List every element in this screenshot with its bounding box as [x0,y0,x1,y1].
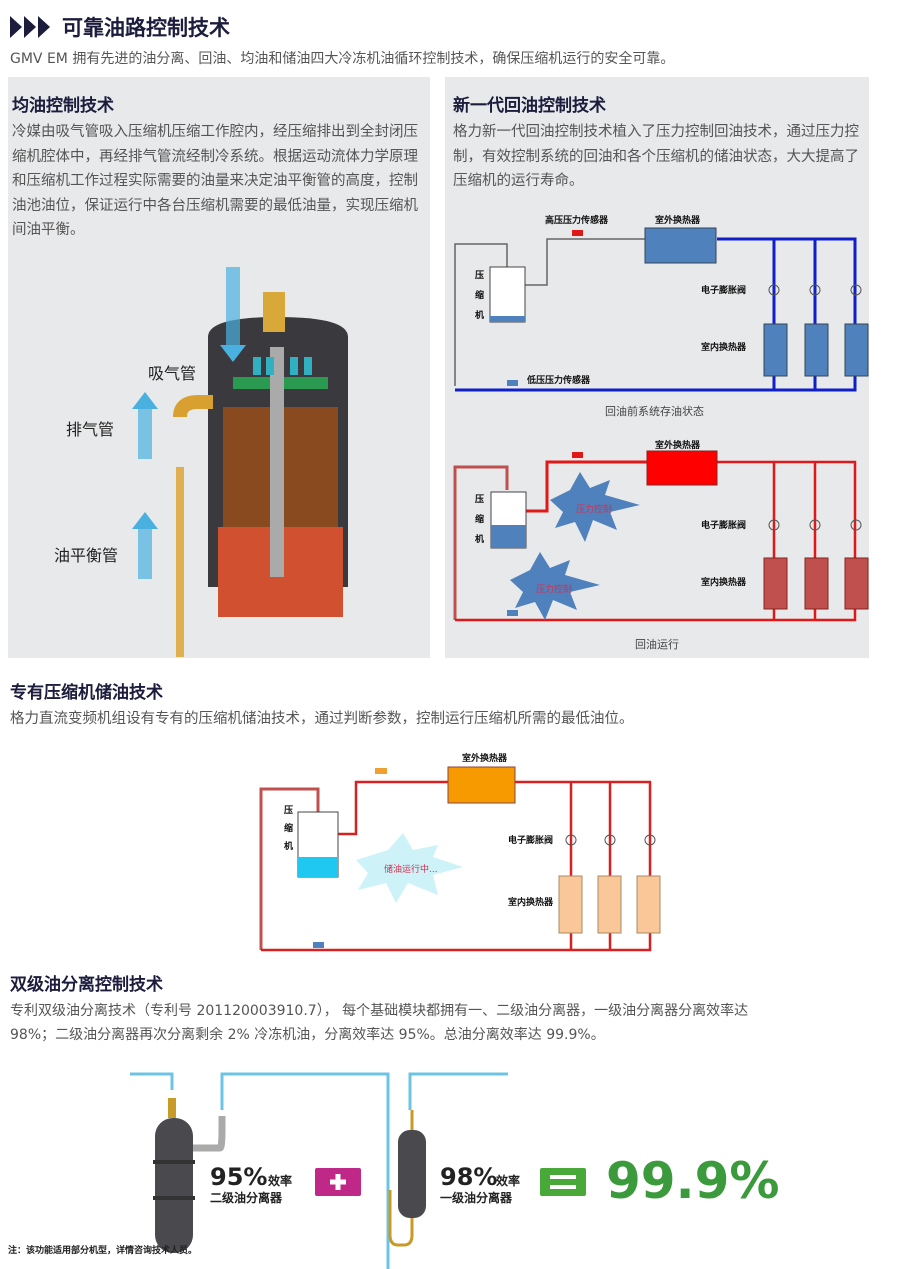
burst-label-3: 储油运行中... [384,863,438,875]
page-title: 可靠油路控制技术 [10,12,230,42]
subtitle: GMV EM 拥有先进的油分离、回油、均油和储油四大冷冻机油循环控制技术，确保压… [10,51,675,67]
label-comp-3c: 机 [284,840,293,852]
total-efficiency: 99.9% [606,1152,779,1210]
oil-storage-diagram: 室外换热器 压 缩 机 电子膨胀阀 室内换热器 储油运行中... [259,752,661,952]
label-comp-3a: 压 [284,805,293,816]
label-high-sensor: 高压压力传感器 [545,214,609,226]
label-comp-2c: 机 [475,533,484,545]
label-outdoor-1: 室外换热器 [655,214,701,226]
suction-pipe [263,292,285,332]
oil-return-text: 格力新一代回油控制技术植入了压力控制回油技术，通过压力控制，有效控制系统的回油和… [453,124,859,189]
separation-heading: 双级油分离控制技术 [10,975,163,995]
label-balance: 油平衡管 [54,546,118,565]
label-indoor-1: 室内换热器 [701,341,747,353]
oil-balance-panel: 均油控制技术 冷媒由吸气管吸入压缩机压缩工作腔内，经压缩排出到全封闭压缩机腔体中… [8,77,430,658]
equals-icon [540,1168,586,1196]
title-text: 可靠油路控制技术 [62,16,230,40]
label-indoor-2: 室内换热器 [701,576,747,588]
sep2-eff: 效率 [268,1173,292,1188]
label-comp-3b: 缩 [284,822,293,834]
sep2-percent: 95% [210,1163,267,1191]
sep2-name: 二级油分离器 [210,1190,283,1205]
compressor-illustration: 吸气管 排气管 油平衡管 [54,267,348,657]
burst-label-1: 压力控制 [576,503,612,515]
oil-return-heading: 新一代回油控制技术 [453,96,606,116]
arrow-balance-icon [132,512,158,579]
burst-shape-1 [550,472,640,542]
label-valve-1: 电子膨胀阀 [701,284,746,296]
label-suction: 吸气管 [148,364,196,383]
diagram-running [453,450,869,622]
label-discharge: 排气管 [66,420,114,439]
caption-before: 回油前系统存油状态 [605,404,704,418]
oil-balance-heading: 均油控制技术 [12,96,114,116]
chevrons-icon [10,16,52,38]
primary-separator-icon [398,1130,426,1218]
label-outdoor-3: 室外换热器 [462,752,508,764]
oil-storage-text: 格力直流变频机组设有专有的压缩机储油技术，通过判断参数，控制运行压缩机所需的最低… [10,711,634,727]
oil-balance-text: 冷媒由吸气管吸入压缩机压缩工作腔内，经压缩排出到全封闭压缩机腔体中，再经排气管流… [12,124,418,238]
label-indoor-3: 室内换热器 [508,896,554,908]
arrow-discharge-icon [132,392,158,459]
label-comp-2b: 缩 [475,513,484,525]
oil-return-diagrams: 高压压力传感器 室外换热器 压 缩 机 电子膨胀阀 室内换热器 低压压力传感器 … [453,214,869,651]
diagram-before [454,227,869,392]
label-comp-1a: 压 [475,270,484,281]
caption-running: 回油运行 [635,637,679,651]
separation-text-2: 98%；二级油分离器再次分离剩余 2% 冷冻机油，分离效率达 95%。总油分离效… [10,1027,605,1043]
separator-illustration: 95% 效率 二级油分离器 98% 效率 一级油分离器 99.9% 注：该功能适… [8,1072,779,1269]
oil-storage-heading: 专有压缩机储油技术 [10,683,163,703]
sep1-eff: 效率 [496,1173,520,1188]
label-comp-1b: 缩 [475,289,484,301]
footnote: 注：该功能适用部分机型，详情咨询技术人员。 [8,1244,197,1256]
burst-label-2: 压力控制 [536,583,572,595]
label-valve-3: 电子膨胀阀 [508,834,553,846]
label-low-sensor: 低压压力传感器 [526,374,591,386]
label-valve-2: 电子膨胀阀 [701,519,746,531]
arrow-suction-icon [220,267,246,362]
separation-text-1: 专利双级油分离技术（专利号 201120003910.7）， 每个基础模块都拥有… [10,1003,749,1019]
secondary-separator-icon [155,1118,193,1253]
label-outdoor-2: 室外换热器 [655,439,701,451]
burst-shape-3 [356,833,463,903]
sep1-name: 一级油分离器 [440,1190,513,1205]
label-comp-1c: 机 [475,309,484,321]
sep1-percent: 98% [440,1163,497,1191]
label-comp-2a: 压 [475,494,484,505]
oil-return-panel: 新一代回油控制技术 格力新一代回油控制技术植入了压力控制回油技术，通过压力控制，… [445,77,869,658]
burst-shape-2 [510,552,600,620]
